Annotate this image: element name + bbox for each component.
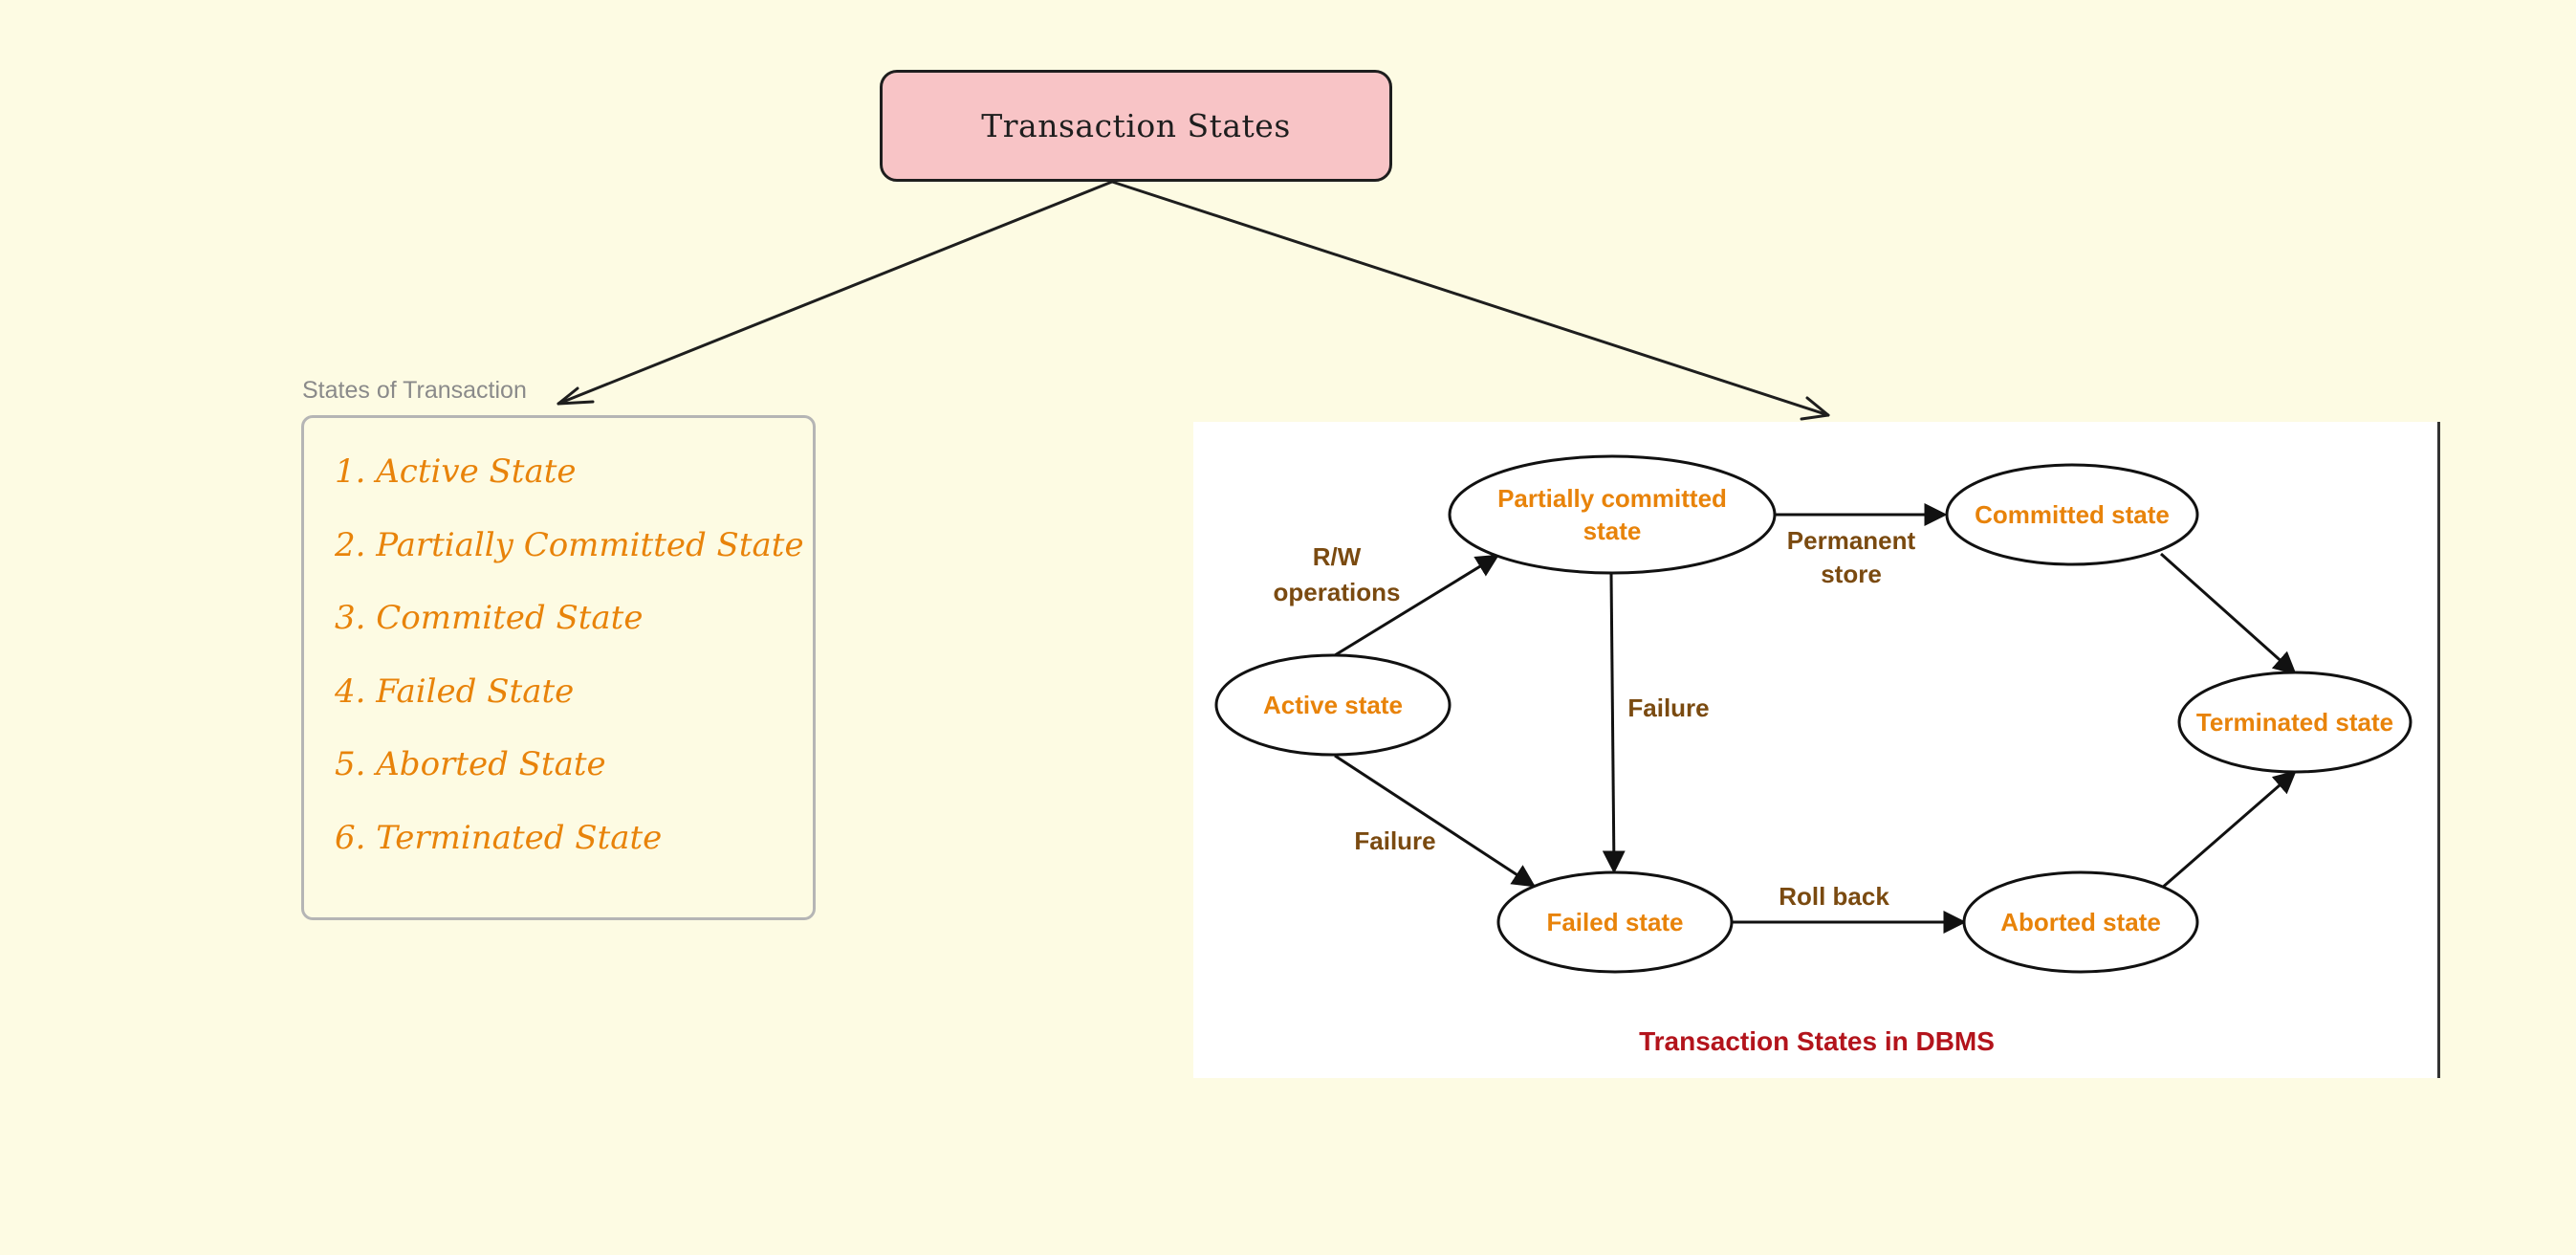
- node-label-failed: Failed state: [1546, 908, 1683, 936]
- node-label-active: Active state: [1263, 691, 1403, 719]
- arrow-root-to-list: [557, 180, 1114, 406]
- node-terminated-state: [2177, 671, 2412, 774]
- root-node-title: Transaction States: [981, 107, 1291, 144]
- state-diagram-svg: Active state Partially committed state C…: [1214, 454, 2412, 1056]
- edge-label-rollback: Roll back: [1779, 882, 1889, 911]
- edge-active-to-partial: [1334, 554, 1500, 657]
- edge-label-rw-1: R/W: [1313, 542, 1362, 571]
- list-item: 4. Failed State: [335, 672, 575, 711]
- node-active-state: [1214, 653, 1452, 757]
- list-item: 6. Terminated State: [335, 818, 663, 857]
- edge-label-failure-diagonal: Failure: [1354, 826, 1435, 855]
- edge-committed-to-terminated: [2160, 552, 2297, 675]
- states-frame[interactable]: 1. Active State 2. Partially Committed S…: [301, 415, 816, 920]
- state-list: 1. Active State 2. Partially Committed S…: [335, 445, 804, 884]
- state-diagram-image[interactable]: Active state Partially committed state C…: [1193, 422, 2440, 1078]
- node-partially-committed-state: [1448, 454, 1777, 575]
- edge-active-to-failed: [1334, 754, 1537, 888]
- diagram-caption: Transaction States in DBMS: [1639, 1026, 1995, 1056]
- node-label-aborted: Aborted state: [2000, 908, 2161, 936]
- edge-label-permanent-2: store: [1821, 560, 1882, 588]
- edge-aborted-to-terminated: [2160, 770, 2297, 891]
- list-item: 3. Commited State: [335, 599, 644, 637]
- edge-label-rw-2: operations: [1274, 578, 1401, 606]
- edge-label-permanent-1: Permanent: [1787, 526, 1916, 555]
- frame-label: States of Transaction: [302, 377, 527, 404]
- node-label-terminated: Terminated state: [2196, 708, 2393, 737]
- node-committed-state: [1945, 463, 2199, 566]
- node-label-partial-1: Partially committed: [1497, 484, 1727, 513]
- node-label-committed: Committed state: [1975, 500, 2170, 529]
- root-node-transaction-states[interactable]: Transaction States: [880, 70, 1392, 182]
- node-aborted-state: [1962, 870, 2199, 974]
- list-item: 2. Partially Committed State: [335, 525, 804, 564]
- edge-partial-to-failed: [1602, 572, 1626, 874]
- edge-label-failure-vertical: Failure: [1627, 694, 1709, 722]
- list-item: 1. Active State: [335, 452, 577, 491]
- list-item: 5. Aborted State: [335, 745, 606, 783]
- arrow-root-to-diagram: [1110, 180, 1830, 421]
- node-label-partial-2: state: [1583, 517, 1642, 545]
- node-failed-state: [1496, 870, 1734, 974]
